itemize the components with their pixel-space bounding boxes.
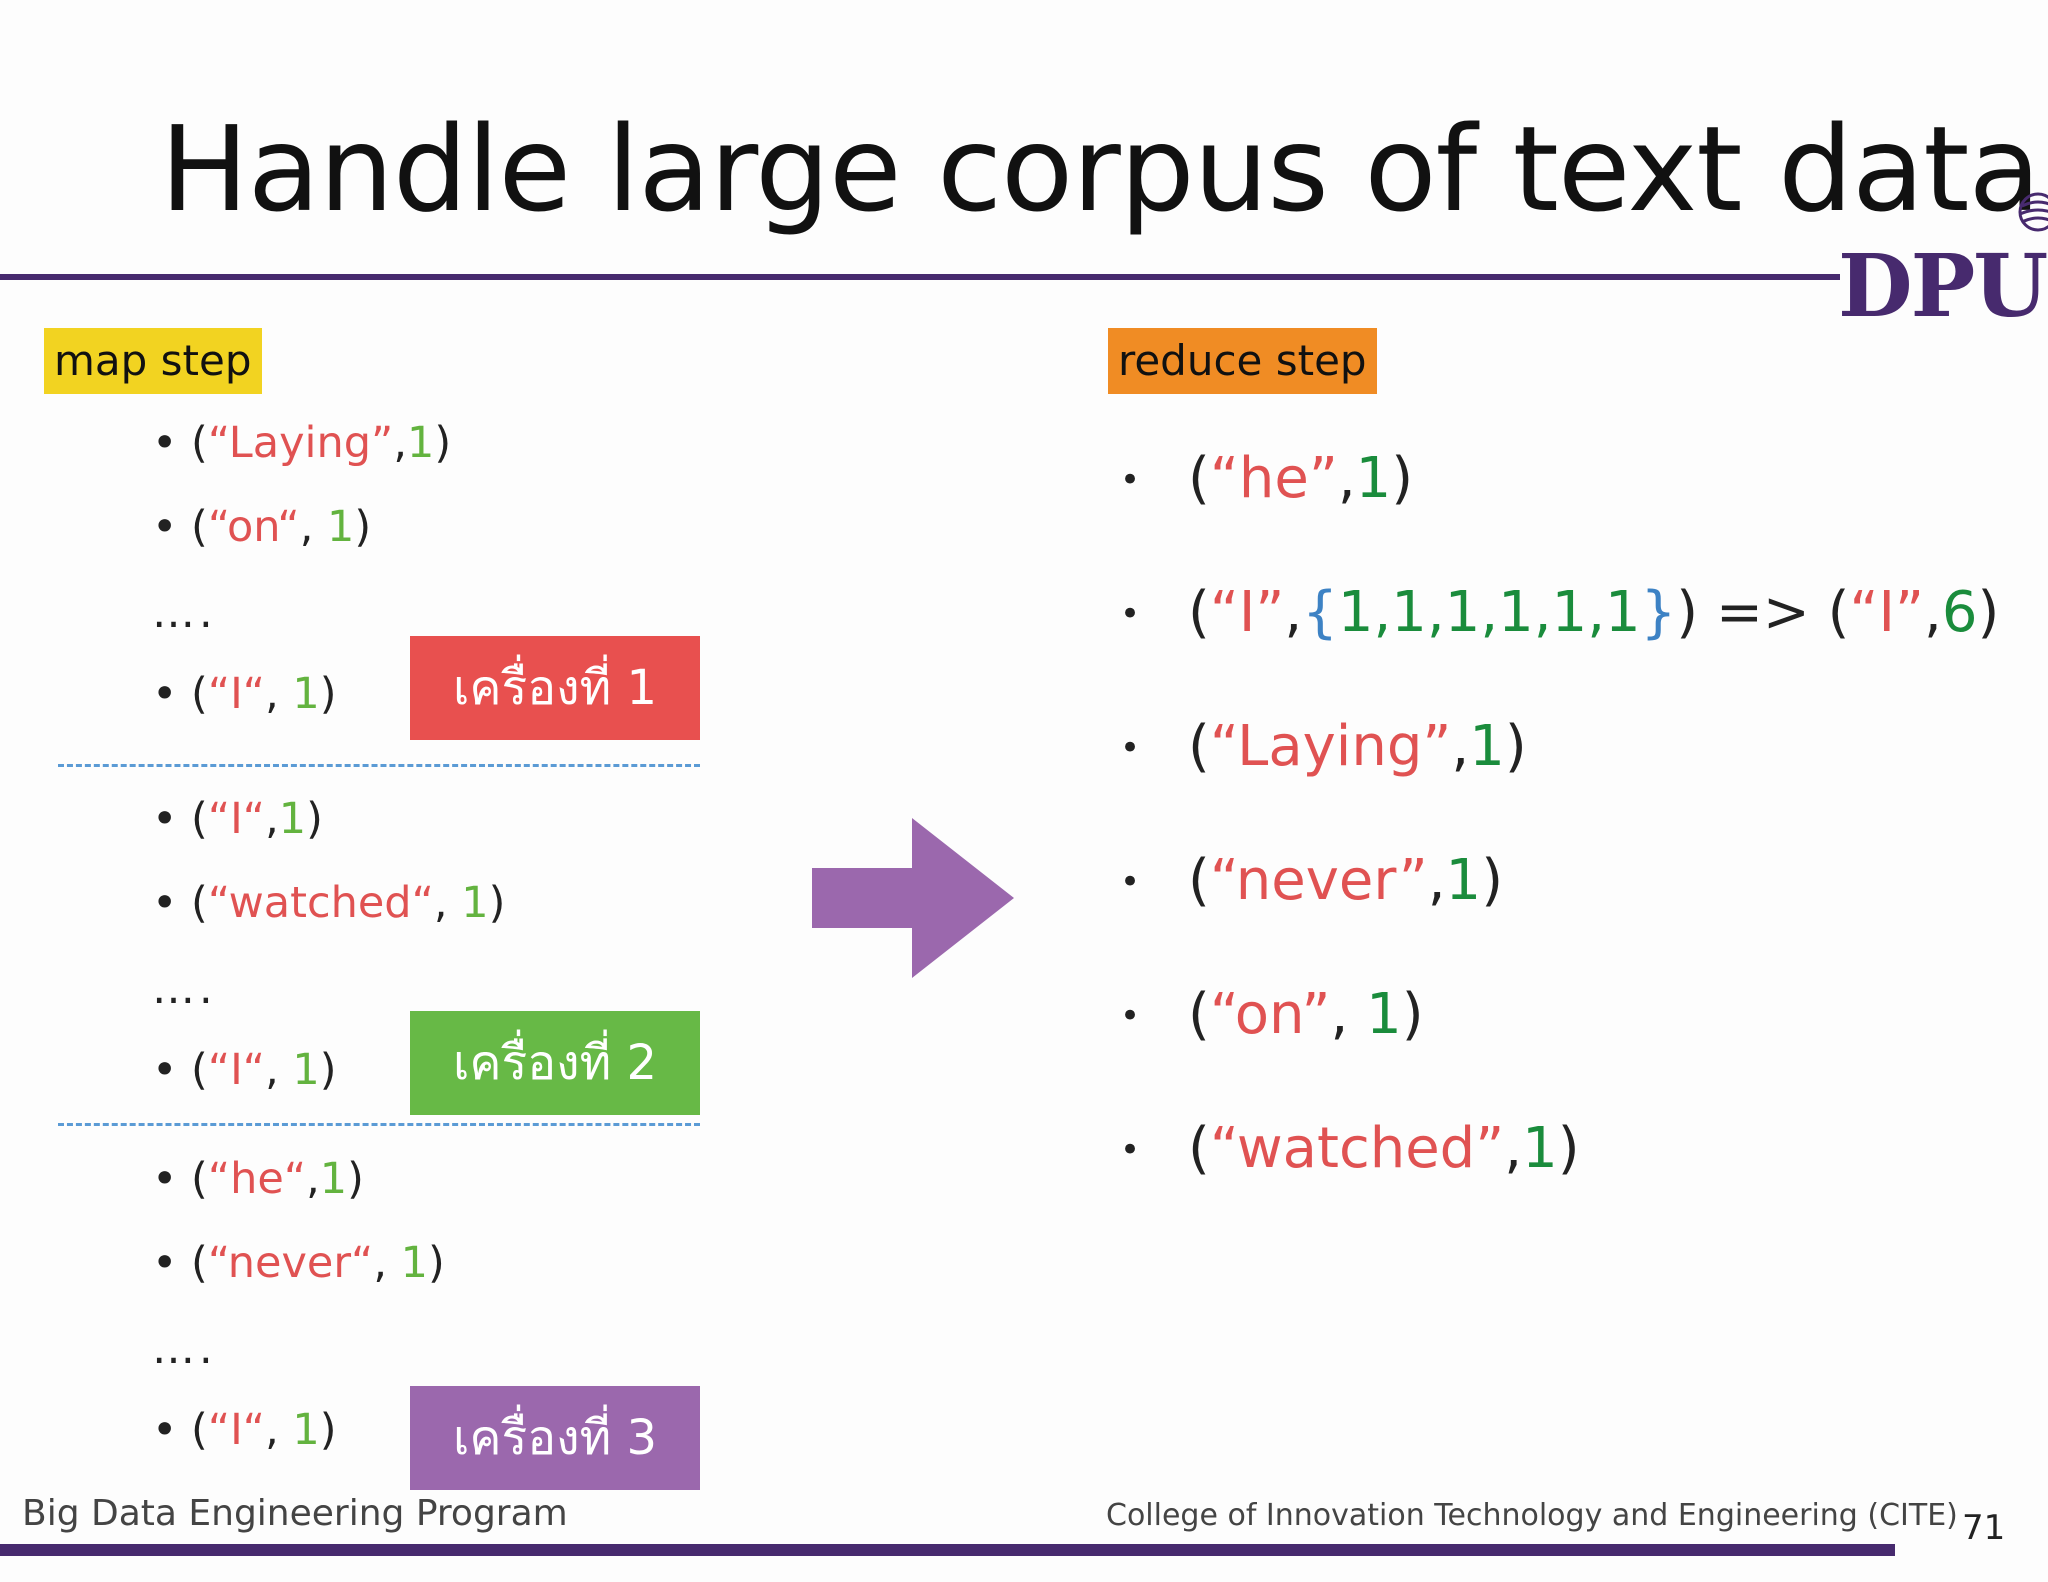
page-number: 71 <box>1962 1508 2006 1548</box>
group-divider <box>58 764 700 767</box>
map-item: • (“I“,1) <box>152 794 323 844</box>
footer-program: Big Data Engineering Program <box>22 1493 568 1534</box>
bullet: • <box>1120 1130 1141 1170</box>
ellipsis: …. <box>152 1324 217 1374</box>
reduce-step-label: reduce step <box>1108 328 1377 394</box>
right-arrow-icon <box>812 818 1014 978</box>
ellipsis: …. <box>152 964 217 1014</box>
slide-title: Handle large corpus of text data <box>160 100 2041 238</box>
bullet: • <box>1120 594 1141 634</box>
map-item: • (“never“, 1) <box>152 1238 445 1288</box>
globe-icon <box>2018 192 2048 232</box>
map-item: • (“on“, 1) <box>152 502 372 552</box>
reduce-item: (“he”,1) <box>1188 446 1414 511</box>
bullet: • <box>1120 996 1141 1036</box>
bullet: • <box>1120 862 1141 902</box>
machine-1-badge: เครื่องที่ 1 <box>410 636 700 740</box>
bullet: • <box>1120 728 1141 768</box>
map-item: • (“I“, 1) <box>152 669 337 719</box>
map-item: • (“I“, 1) <box>152 1045 337 1095</box>
reduce-item: (“Laying”,1) <box>1188 714 1527 779</box>
map-item: • (“Laying”,1) <box>152 418 452 468</box>
bullet: • <box>1120 460 1141 500</box>
dpu-logo: DPU <box>1838 236 2048 337</box>
reduce-item: (“on”, 1) <box>1188 982 1424 1047</box>
map-item: • (“watched“, 1) <box>152 878 506 928</box>
header-rule <box>0 274 1840 280</box>
reduce-item: (“never”,1) <box>1188 848 1504 913</box>
reduce-item: (“I”,{1,1,1,1,1,1}) => (“I”,6) <box>1188 580 2000 645</box>
machine-3-badge: เครื่องที่ 3 <box>410 1386 700 1490</box>
reduce-item: (“watched”,1) <box>1188 1116 1580 1181</box>
footer-rule <box>0 1544 1895 1556</box>
map-step-label: map step <box>44 328 262 394</box>
map-item: • (“I“, 1) <box>152 1405 337 1455</box>
map-item: • (“he“,1) <box>152 1154 364 1204</box>
footer-college: College of Innovation Technology and Eng… <box>1106 1498 1958 1533</box>
ellipsis: …. <box>152 588 217 638</box>
machine-2-badge: เครื่องที่ 2 <box>410 1011 700 1115</box>
group-divider <box>58 1123 700 1126</box>
